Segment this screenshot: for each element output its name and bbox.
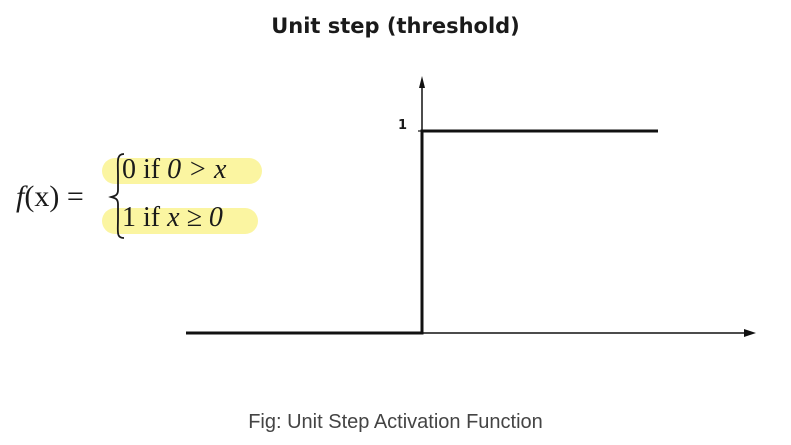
case1-highlight (102, 158, 262, 184)
diagram-title: Unit step (threshold) (271, 14, 520, 38)
case1-row: 0 if 0 > x (122, 154, 226, 186)
case2-value: 1 (122, 202, 136, 233)
function-argument: (x) (24, 180, 60, 213)
y-axis-arrow-icon (419, 76, 425, 88)
formula-lhs: f(x) = (16, 180, 84, 214)
function-name: f (16, 180, 25, 213)
case1-if: if (143, 154, 161, 185)
step-curve (186, 129, 658, 335)
case2-highlight (102, 208, 258, 234)
case1-value: 0 (122, 154, 136, 185)
case2-if: if (143, 202, 161, 233)
figure-caption: Fig: Unit Step Activation Function (248, 411, 543, 433)
case2-row: 1 if x ≥ 0 (122, 202, 223, 234)
left-brace-icon (108, 153, 125, 239)
case1-condition: 0 > x (167, 154, 227, 185)
y-tick-label: 1 (398, 118, 408, 133)
x-axis-arrow-icon (744, 329, 756, 337)
case2-condition: x ≥ 0 (167, 202, 223, 233)
equals-sign: = (66, 180, 84, 213)
step-function-formula: f(x) = 0 if 0 > x 1 if x ≥ 0 (16, 150, 286, 250)
